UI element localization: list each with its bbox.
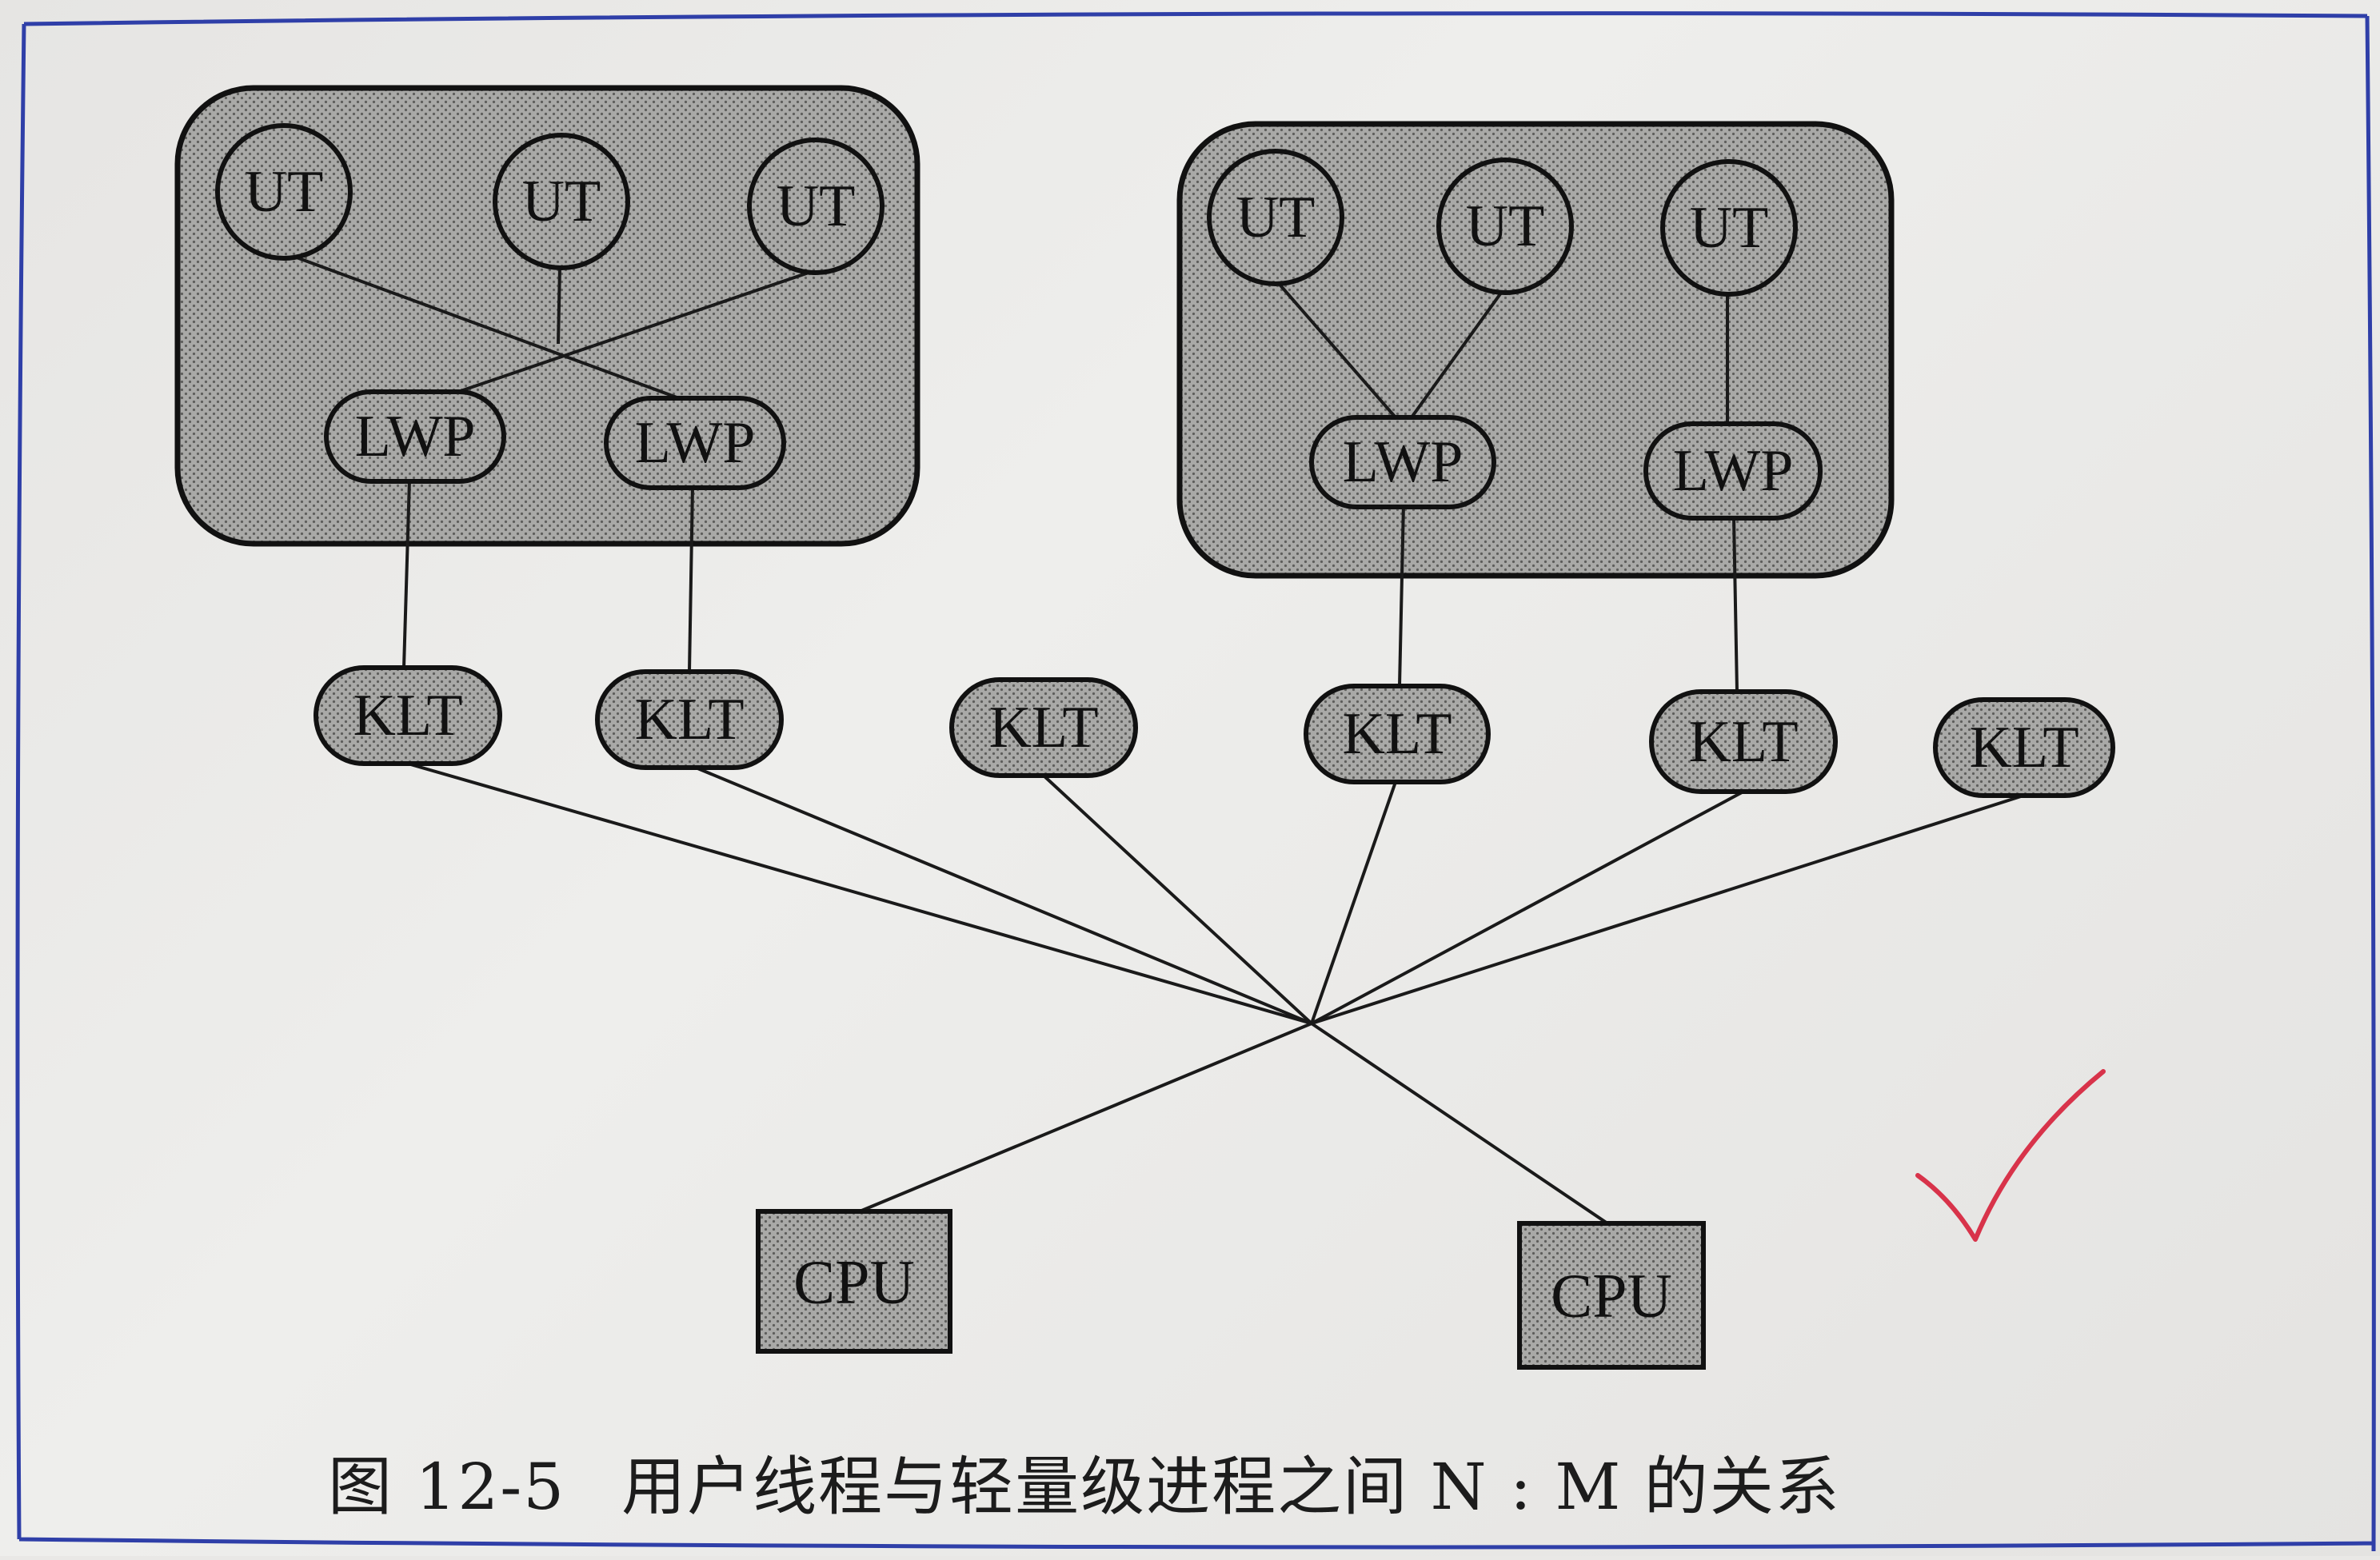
klt-node: KLT [1933, 697, 2115, 798]
lwp-node: LWP [324, 389, 506, 484]
svg-text:UT: UT [777, 174, 856, 239]
link-lwp4-klt5 [1732, 517, 1739, 692]
svg-text:CPU: CPU [793, 1247, 915, 1317]
link-ut1-lwp2 [287, 253, 695, 405]
svg-text:LWP: LWP [1673, 438, 1794, 504]
svg-text:KLT: KLT [1342, 701, 1452, 767]
svg-text:UT: UT [245, 159, 324, 225]
svg-text:LWP: LWP [355, 404, 476, 469]
svg-text:KLT: KLT [1688, 709, 1798, 775]
svg-text:KLT: KLT [353, 683, 462, 748]
svg-text:UT: UT [1690, 195, 1769, 261]
cpu-box: CPU [756, 1209, 952, 1354]
figure-caption: 图 12-5 用户线程与轻量级进程之间 N : M 的关系 [328, 1435, 1841, 1528]
link-lwp1-klt1 [402, 479, 411, 668]
link-klt2-hub [695, 766, 1312, 1025]
link-ut3-lwp1 [415, 269, 817, 408]
svg-text:CPU: CPU [1551, 1261, 1672, 1331]
lwp-node: LWP [604, 396, 786, 490]
svg-text:KLT: KLT [634, 687, 744, 752]
link-klt6-hub [1311, 794, 2024, 1025]
klt-node: KLT [313, 665, 502, 766]
ut-node: UT [215, 123, 353, 261]
link-lwp2-klt2 [688, 485, 694, 672]
svg-text:KLT: KLT [1969, 715, 2079, 780]
ut-node: UT [1207, 149, 1344, 286]
caption-number: 图 12-5 [328, 1450, 566, 1524]
lwp-node: LWP [1643, 421, 1823, 521]
svg-text:LWP: LWP [635, 410, 756, 476]
ut-node: UT [1660, 159, 1798, 297]
link-klt4-hub [1310, 781, 1397, 1024]
svg-text:UT: UT [1466, 194, 1545, 259]
klt-node: KLT [949, 677, 1138, 778]
klt-node: KLT [1304, 684, 1491, 784]
ut-node: UT [493, 133, 630, 270]
svg-text:UT: UT [1236, 185, 1316, 250]
link-lwp3-klt4 [1398, 503, 1405, 687]
link-ut5-lwp3 [1410, 288, 1505, 419]
ut-node: UT [747, 138, 885, 275]
checkmark-icon [1915, 1069, 2106, 1242]
lwp-node: LWP [1309, 415, 1496, 509]
link-hub-cpu2 [1310, 1022, 1609, 1225]
page-border [15, 11, 2376, 1552]
cpu-box: CPU [1517, 1221, 1706, 1370]
svg-text:UT: UT [522, 169, 601, 234]
link-klt3-hub [1042, 774, 1313, 1025]
link-klt5-hub [1311, 790, 1744, 1025]
link-ut2-lwp [557, 266, 561, 345]
link-ut4-lwp3 [1274, 278, 1397, 419]
caption-text: 用户线程与轻量级进程之间 N : M 的关系 [621, 1450, 1841, 1524]
link-klt1-hub [407, 762, 1312, 1025]
ut-node: UT [1436, 158, 1574, 295]
svg-text:KLT: KLT [988, 695, 1098, 760]
svg-text:LWP: LWP [1343, 429, 1464, 495]
klt-node: KLT [1649, 689, 1838, 794]
link-hub-cpu1 [859, 1022, 1312, 1213]
klt-node: KLT [595, 669, 784, 770]
